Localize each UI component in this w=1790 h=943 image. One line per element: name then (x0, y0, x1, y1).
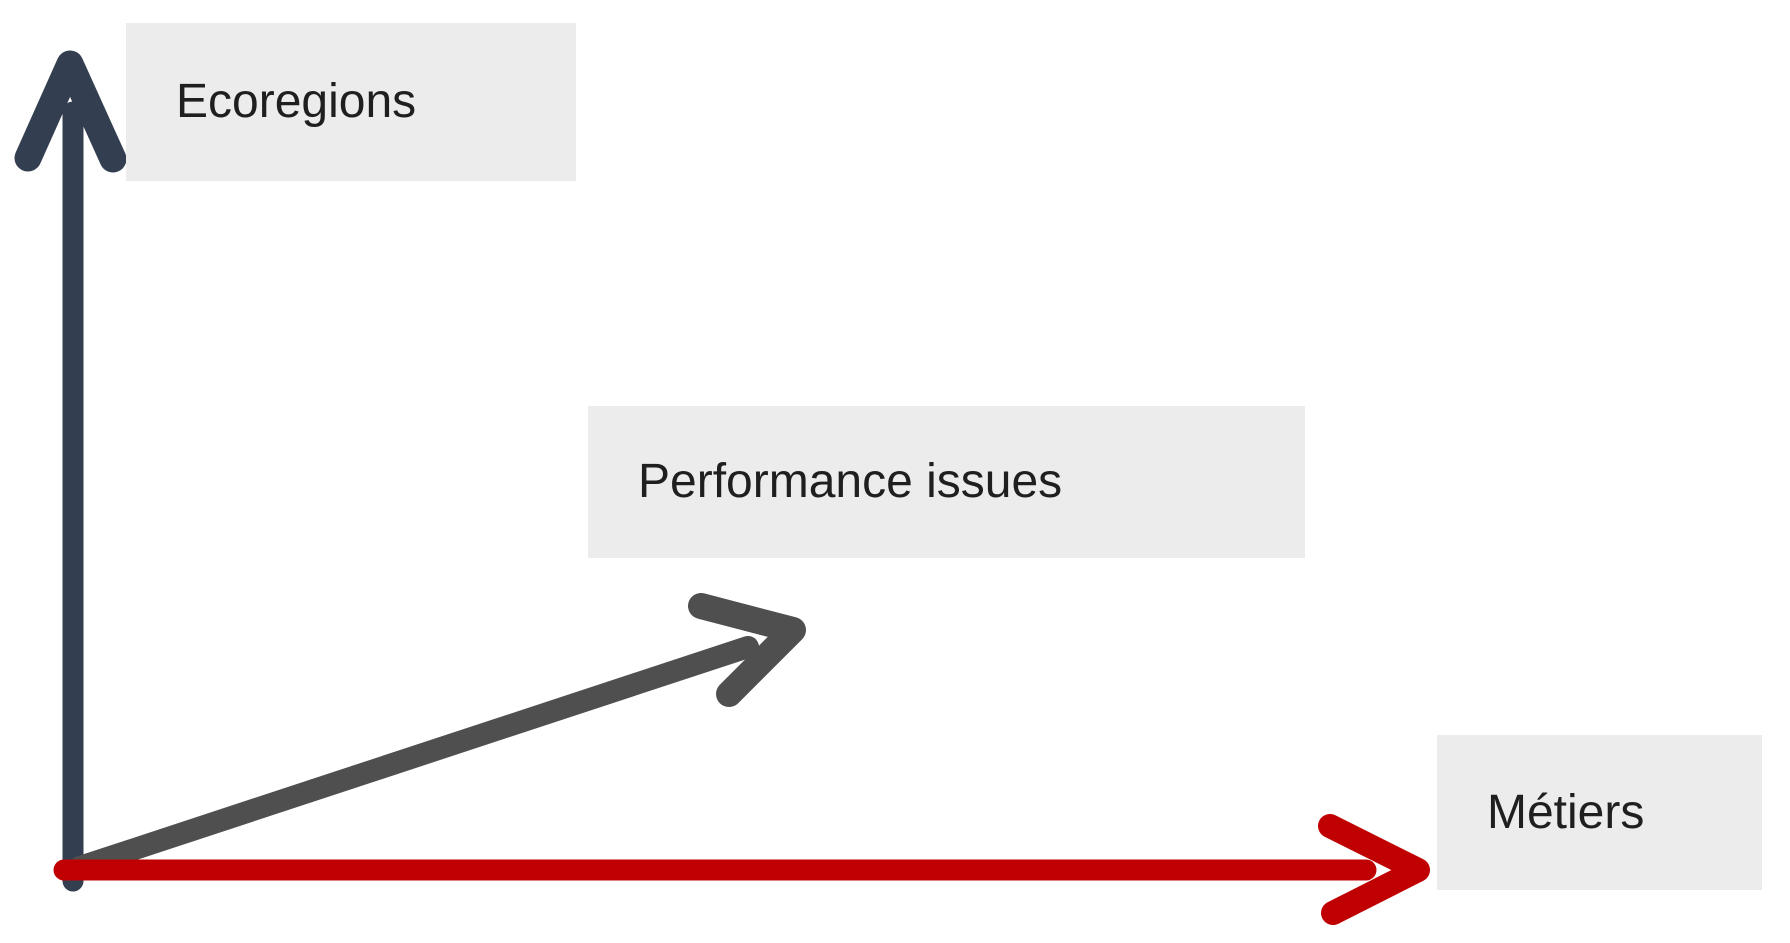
axis-label-performance-issues: Performance issues (638, 455, 1063, 508)
performance-axis-shaft (69, 636, 759, 878)
axis-label-metiers: Métiers (1487, 785, 1645, 839)
performance-axis-diagonal-arrow-icon (69, 593, 806, 878)
metiers-axis-right-arrow-icon (53, 814, 1430, 925)
axis-label-box-ecoregions: Ecoregions (126, 23, 576, 181)
axis-label-box-metiers: Métiers (1437, 735, 1762, 890)
performance-axis-arrowhead (688, 593, 806, 707)
ecoregions-axis-up-arrow-icon (14, 50, 127, 892)
ecoregions-axis-arrowhead (14, 50, 127, 173)
metiers-axis-arrowhead (1318, 814, 1430, 925)
axis-label-ecoregions: Ecoregions (176, 75, 417, 128)
axis-label-box-performance-issues: Performance issues (588, 406, 1305, 558)
